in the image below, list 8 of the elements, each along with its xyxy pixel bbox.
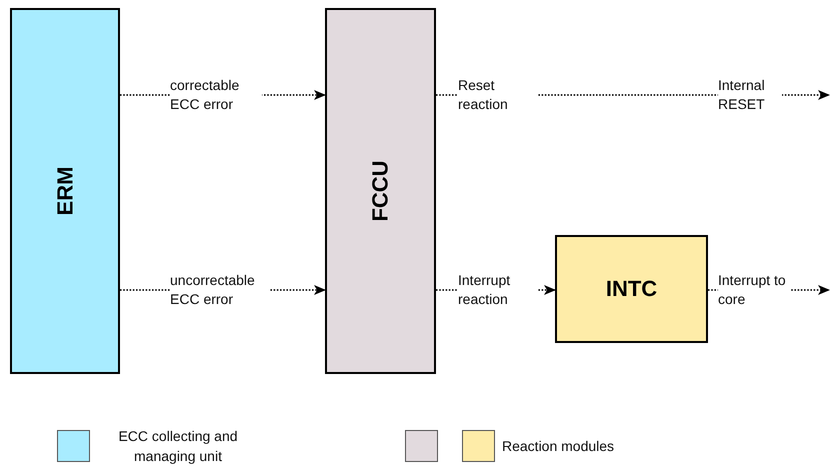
legend-label: Reaction modules (502, 437, 616, 456)
legend-label: ECC collecting and managing unit (117, 427, 239, 466)
unit-box (325, 8, 436, 374)
module-box (555, 235, 708, 343)
block-label: ERM (52, 166, 78, 216)
block-label: INTC (606, 276, 658, 302)
block-label: FCCU (368, 160, 394, 222)
unit-box (10, 8, 120, 374)
